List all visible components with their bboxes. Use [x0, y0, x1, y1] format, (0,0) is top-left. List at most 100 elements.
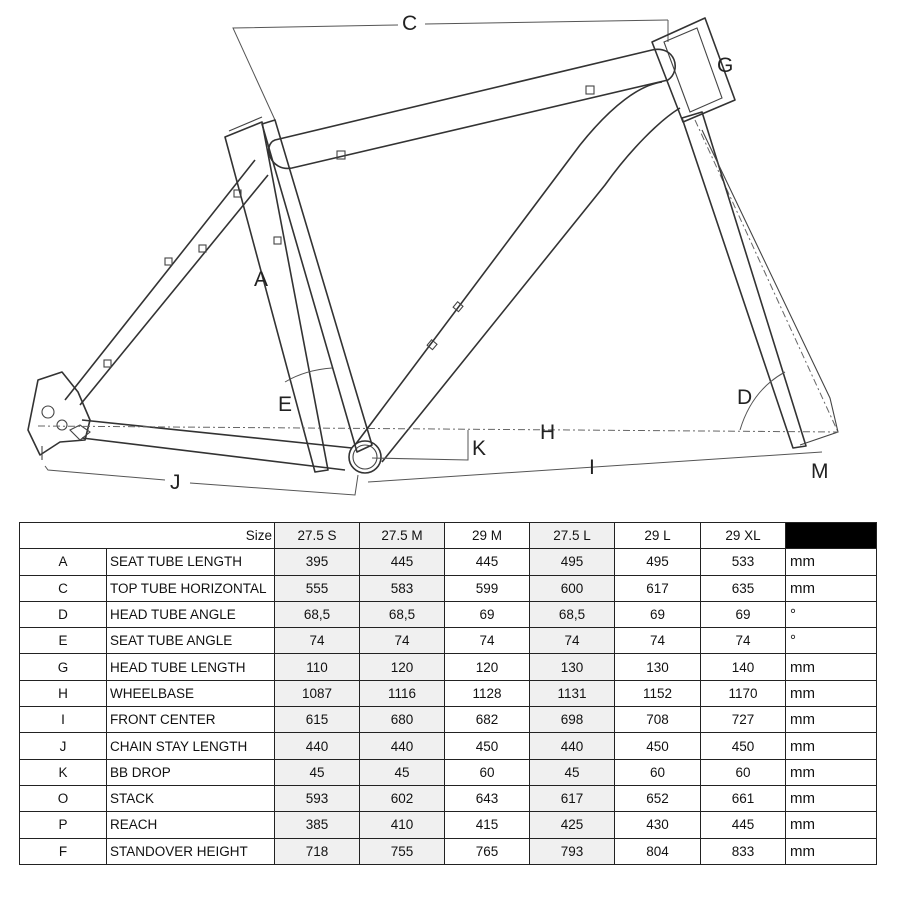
row-value: 45 — [529, 758, 616, 786]
seat-tube — [224, 116, 373, 473]
label-i: I — [589, 456, 595, 479]
top-tube — [267, 48, 676, 170]
row-value: 440 — [274, 732, 361, 760]
row-unit: mm — [785, 811, 878, 839]
row-code: P — [19, 811, 107, 839]
row-value: 395 — [274, 548, 361, 576]
row-value: 120 — [444, 653, 531, 681]
size-label: Size — [18, 521, 276, 550]
size-header: 27.5 L — [529, 521, 616, 550]
label-g: G — [717, 54, 733, 77]
row-name: TOP TUBE HORIZONTAL — [105, 574, 276, 602]
row-value: 495 — [614, 548, 702, 576]
row-name: FRONT CENTER — [105, 706, 276, 734]
row-code: F — [19, 837, 107, 865]
dimension-h-line — [37, 425, 839, 433]
row-value: 385 — [274, 811, 361, 839]
row-value: 450 — [700, 732, 787, 760]
row-value: 643 — [444, 784, 531, 813]
row-value: 410 — [359, 811, 446, 839]
frame-geometry-diagram: C G A E D H K I M J — [27, 12, 839, 496]
row-unit: mm — [785, 548, 878, 576]
row-unit: ° — [785, 627, 878, 655]
row-value: 45 — [274, 758, 361, 786]
row-value: 635 — [700, 574, 787, 602]
row-value: 110 — [274, 653, 361, 681]
row-code: G — [19, 653, 107, 681]
row-name: STANDOVER HEIGHT — [105, 837, 276, 865]
row-unit: ° — [785, 600, 878, 629]
row-value: 60 — [700, 758, 787, 786]
row-code: I — [19, 706, 107, 734]
label-a: A — [254, 268, 268, 291]
row-unit: mm — [785, 732, 878, 760]
row-value: 1087 — [274, 679, 361, 708]
label-j: J — [170, 471, 181, 494]
row-unit: mm — [785, 653, 878, 681]
row-unit: mm — [785, 679, 878, 708]
head-tube — [651, 17, 736, 123]
size-header: 29 XL — [700, 521, 787, 550]
row-code: O — [19, 784, 107, 813]
row-value: 793 — [529, 837, 616, 865]
row-name: BB DROP — [105, 758, 276, 786]
row-value: 617 — [614, 574, 702, 602]
row-code: C — [19, 574, 107, 602]
row-value: 1128 — [444, 679, 531, 708]
row-value: 440 — [359, 732, 446, 760]
row-value: 1152 — [614, 679, 702, 708]
row-name: SEAT TUBE LENGTH — [105, 548, 276, 576]
row-value: 140 — [700, 653, 787, 681]
dimension-k — [371, 430, 469, 461]
row-value: 74 — [274, 627, 361, 655]
row-code: A — [19, 548, 107, 576]
rear-dropout — [27, 371, 91, 460]
row-value: 555 — [274, 574, 361, 602]
row-value: 583 — [359, 574, 446, 602]
row-value: 682 — [444, 706, 531, 734]
row-value: 599 — [444, 574, 531, 602]
label-h: H — [540, 421, 555, 444]
size-header: 27.5 S — [274, 521, 361, 550]
row-value: 68,5 — [359, 600, 446, 629]
angle-e-arc — [284, 367, 333, 383]
row-code: H — [19, 679, 107, 708]
row-name: HEAD TUBE ANGLE — [105, 600, 276, 629]
row-value: 69 — [444, 600, 531, 629]
row-code: D — [19, 600, 107, 629]
row-value: 450 — [614, 732, 702, 760]
row-value: 602 — [359, 784, 446, 813]
header-black-cell — [785, 521, 878, 550]
fork — [681, 111, 839, 449]
down-tube — [354, 81, 681, 463]
row-name: STACK — [105, 784, 276, 813]
bottom-bracket — [348, 440, 382, 474]
row-unit: mm — [785, 574, 878, 602]
size-header: 27.5 M — [359, 521, 446, 550]
row-value: 727 — [700, 706, 787, 734]
row-value: 74 — [700, 627, 787, 655]
chain-stays — [81, 419, 353, 471]
row-code: J — [19, 732, 107, 760]
geometry-table: Size 27.5 S 27.5 M 29 M 27.5 L 29 L 29 X… — [18, 521, 878, 865]
dimension-j — [44, 465, 359, 496]
row-unit: mm — [785, 758, 878, 786]
row-value: 661 — [700, 784, 787, 813]
row-unit: mm — [785, 706, 878, 734]
row-value: 430 — [614, 811, 702, 839]
row-value: 415 — [444, 811, 531, 839]
label-m: M — [811, 460, 829, 483]
row-value: 617 — [529, 784, 616, 813]
size-header-row: Size 27.5 S 27.5 M 29 M 27.5 L 29 L 29 X… — [18, 521, 878, 550]
row-value: 68,5 — [529, 600, 616, 629]
